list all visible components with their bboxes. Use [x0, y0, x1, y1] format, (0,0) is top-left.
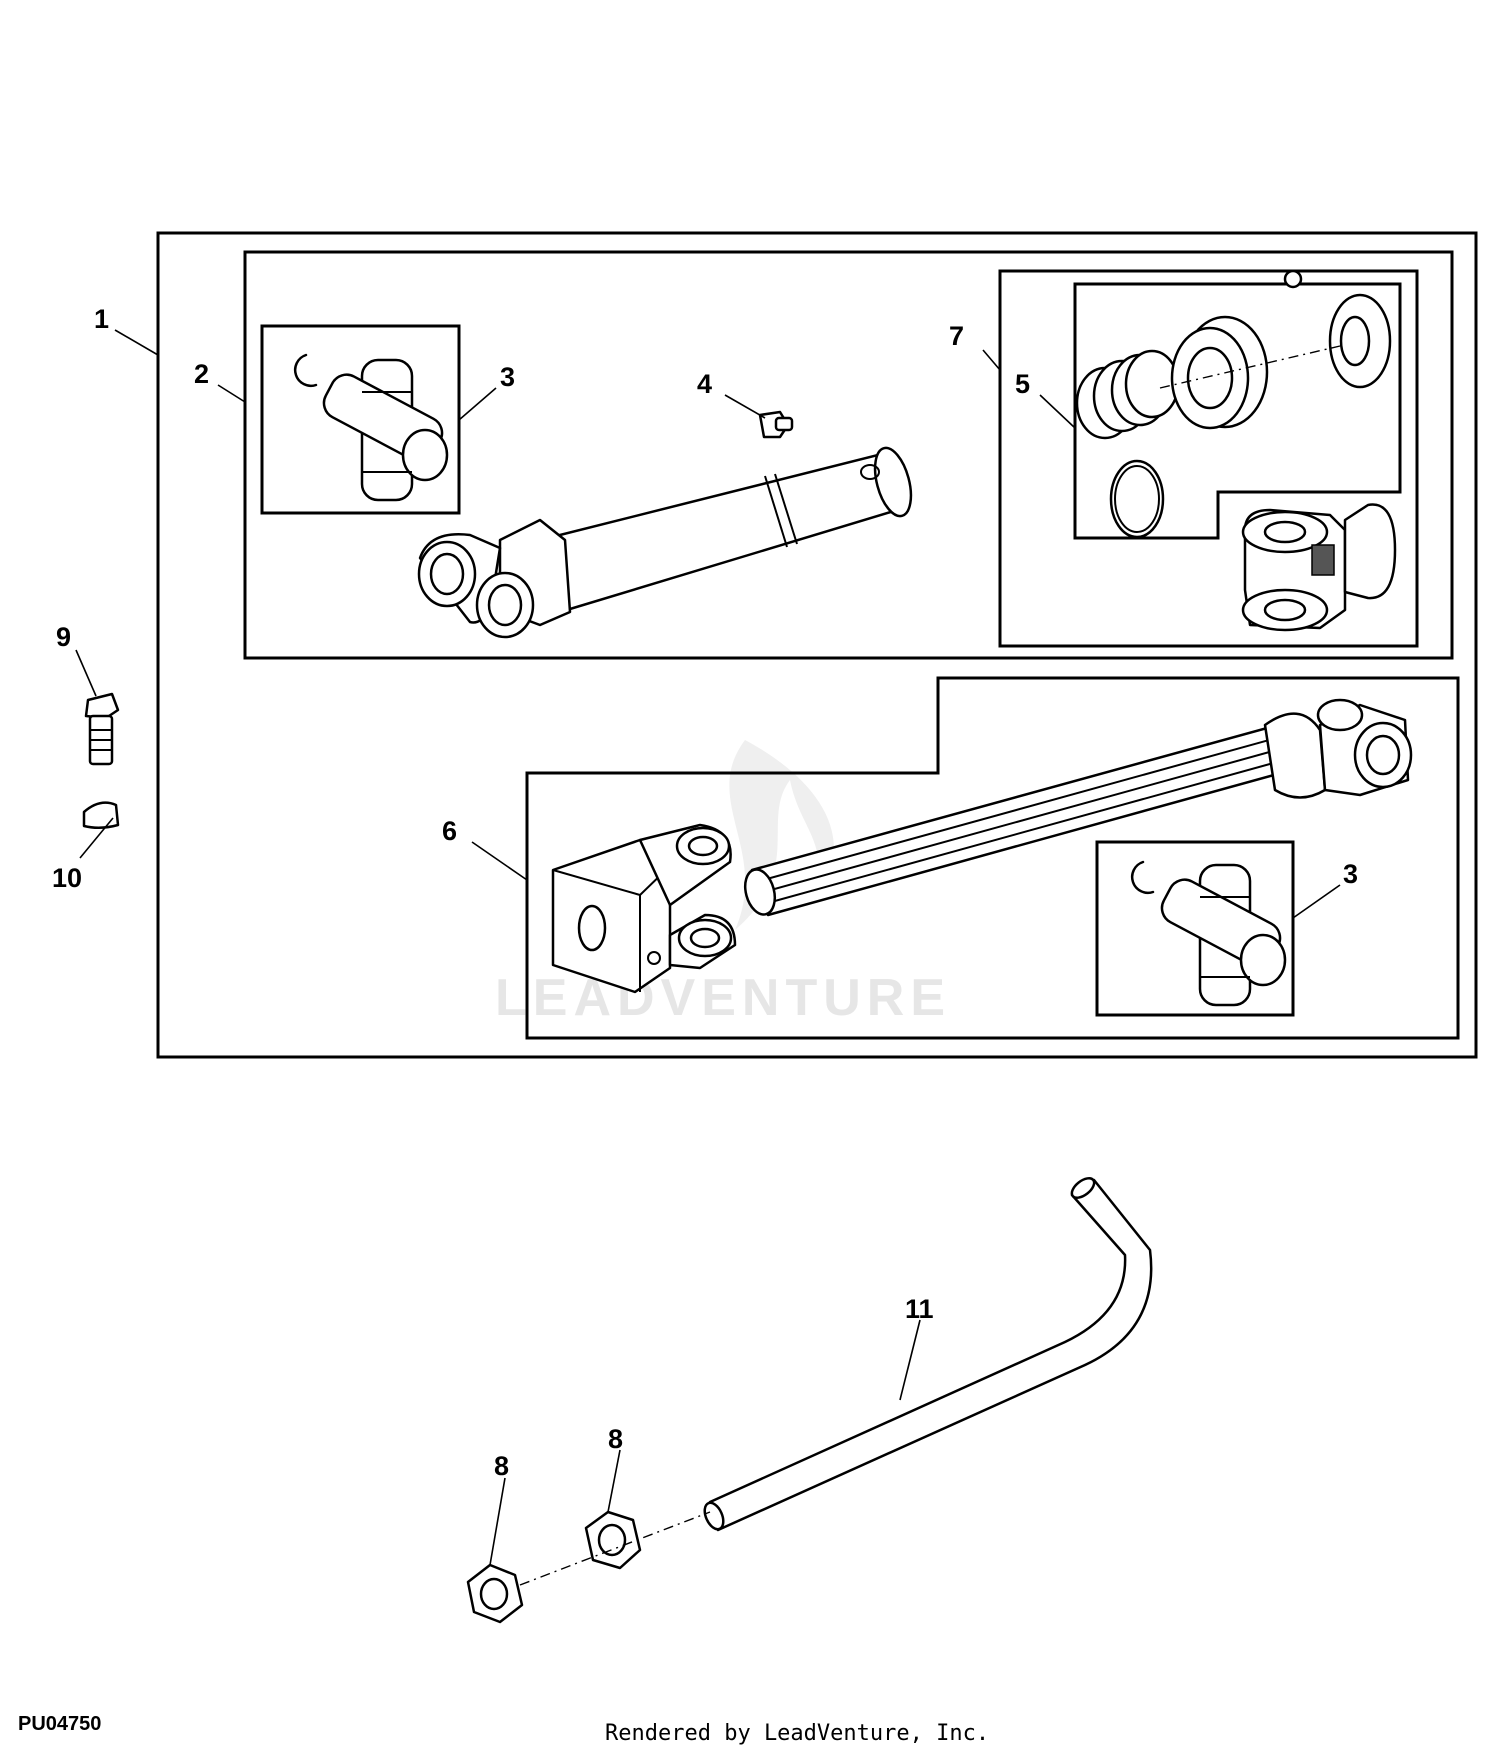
callout-label-3-lower: 3 [1343, 859, 1358, 889]
callout-label-9: 9 [56, 622, 71, 652]
clutch-yoke-assembly [1241, 503, 1397, 632]
bent-rod [703, 1177, 1153, 1532]
grease-fitting-icon [758, 410, 794, 439]
callout-label-4: 4 [697, 369, 712, 399]
rod-end-top [1070, 1177, 1096, 1199]
inner-shaft-tube [417, 446, 913, 639]
yoke-flange [1343, 503, 1397, 600]
detent-ball-icon [1283, 269, 1303, 289]
shaft-tube-end [873, 446, 913, 518]
bore-hole [577, 904, 607, 952]
group-box-1-assembly [156, 231, 1478, 1059]
ujoint-cap [1239, 933, 1287, 987]
universal-joint-upper [293, 353, 449, 502]
shaft-end [743, 868, 777, 916]
outer-yoke-collar [1263, 712, 1327, 799]
group-box-5-slip-kit [1073, 282, 1402, 540]
outer-shaft-assembly [743, 698, 1413, 917]
o-ring-icon [1109, 459, 1165, 539]
snap-ring-icon [293, 353, 318, 387]
square-bore-yoke [551, 823, 737, 994]
callout-label-3-upper: 3 [500, 362, 515, 392]
figure-code: PU04750 [18, 1713, 101, 1735]
callout-label-8-left: 8 [494, 1451, 509, 1481]
watermark-text: LEADVENTURE [495, 969, 951, 1027]
hex-nut-1-icon [466, 1563, 524, 1624]
shaft-hole [860, 464, 880, 480]
callout-label-10: 10 [52, 863, 82, 893]
ujoint-cap [401, 428, 449, 482]
group-box-3-ujoint-lower [1095, 840, 1295, 1017]
render-credit: Rendered by LeadVenture, Inc. [605, 1721, 989, 1746]
spring-coil-4 [1124, 349, 1180, 419]
shaft-tube-body [538, 450, 907, 614]
callout-leaders [75, 329, 1341, 1566]
hex-nut-2-icon [584, 1510, 642, 1570]
callout-label-7: 7 [949, 321, 964, 351]
woodruff-key-icon [82, 801, 120, 829]
callout-label-11: 11 [905, 1294, 934, 1324]
snap-ring-icon [1130, 860, 1155, 894]
callout-label-6: 6 [442, 816, 457, 846]
callout-label-2: 2 [194, 359, 209, 389]
rod-end [703, 1501, 725, 1531]
callout-label-5: 5 [1015, 369, 1030, 399]
universal-joint-lower [1130, 860, 1287, 1007]
set-screw-icon [1311, 544, 1335, 576]
group-box-6-shaft-half [525, 676, 1460, 1040]
bolt-icon [84, 692, 120, 766]
group-box-2-shaft-half [243, 250, 1454, 660]
group-box-7-yoke-kit [998, 269, 1419, 648]
slip-clutch-kit [1075, 269, 1392, 539]
callout-label-1: 1 [94, 304, 109, 334]
callout-label-8-right: 8 [608, 1424, 623, 1454]
